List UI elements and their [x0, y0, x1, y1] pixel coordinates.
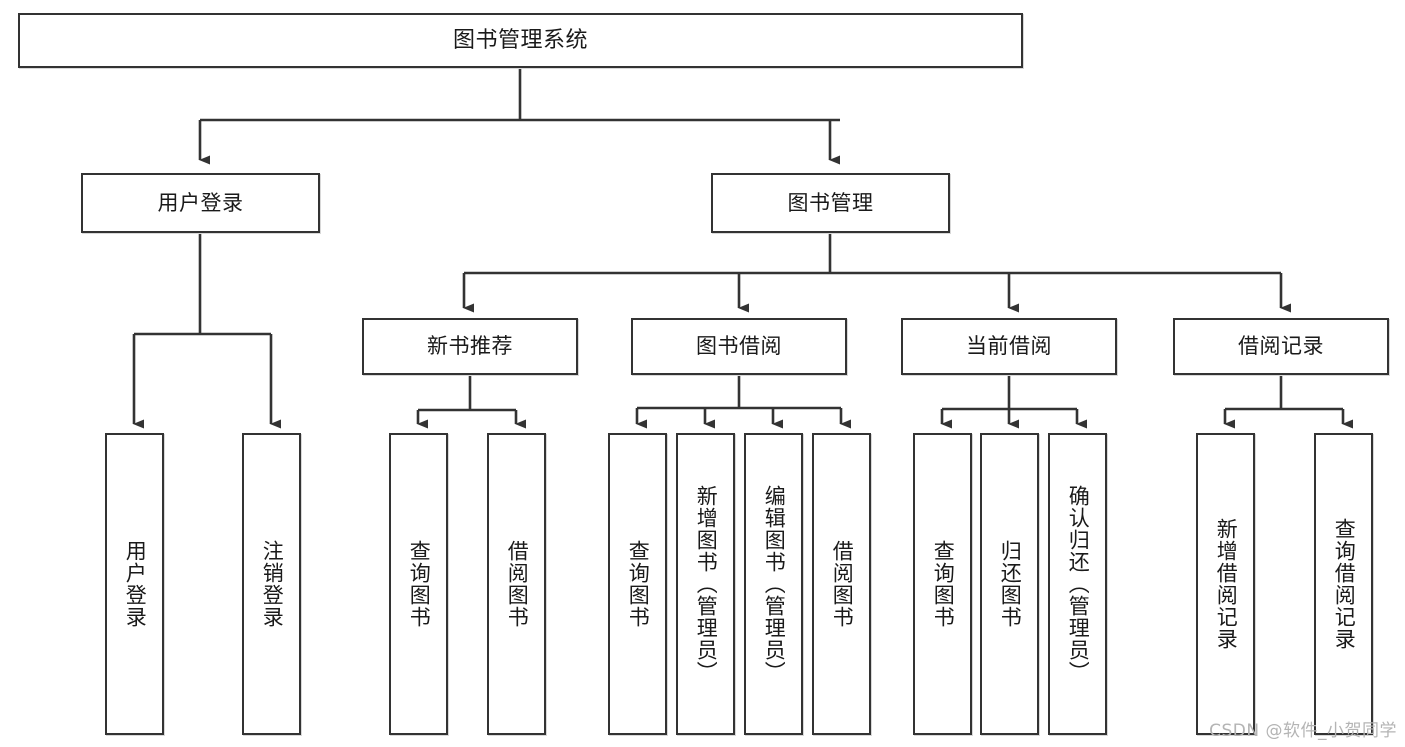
leaf-user-login[interactable]: 用户登录 — [105, 433, 164, 735]
node-label: 查询借阅记录 — [1332, 518, 1356, 650]
node-user-login[interactable]: 用户登录 — [81, 173, 320, 233]
node-new-book-rec[interactable]: 新书推荐 — [362, 318, 578, 375]
node-label: 注销登录 — [260, 540, 284, 628]
node-label: 查询图书 — [407, 540, 431, 628]
leaf-query-book-borrow[interactable]: 查询图书 — [608, 433, 667, 735]
node-label: 新增借阅记录 — [1214, 518, 1238, 650]
node-root-system[interactable]: 图书管理系统 — [18, 13, 1023, 68]
leaf-confirm-return[interactable]: 确认归还（管理员） — [1048, 433, 1107, 735]
leaf-borrow-book-rec[interactable]: 借阅图书 — [487, 433, 546, 735]
node-label: 图书管理 — [787, 190, 874, 215]
node-label: 查询图书 — [931, 540, 955, 628]
leaf-add-record[interactable]: 新增借阅记录 — [1196, 433, 1255, 735]
leaf-return-book[interactable]: 归还图书 — [980, 433, 1039, 735]
leaf-add-book[interactable]: 新增图书（管理员） — [676, 433, 735, 735]
node-label: 新书推荐 — [427, 334, 513, 359]
node-label: 编辑图书（管理员） — [762, 485, 786, 683]
leaf-query-record[interactable]: 查询借阅记录 — [1314, 433, 1373, 735]
node-borrow-record[interactable]: 借阅记录 — [1173, 318, 1389, 375]
node-label: 确认归还（管理员） — [1066, 485, 1090, 683]
node-label: 查询图书 — [626, 540, 650, 628]
node-label: 图书借阅 — [696, 334, 782, 359]
leaf-borrow-book[interactable]: 借阅图书 — [812, 433, 871, 735]
leaf-edit-book[interactable]: 编辑图书（管理员） — [744, 433, 803, 735]
node-book-borrow[interactable]: 图书借阅 — [631, 318, 847, 375]
leaf-query-book-current[interactable]: 查询图书 — [913, 433, 972, 735]
node-book-manage[interactable]: 图书管理 — [711, 173, 950, 233]
node-label: 归还图书 — [998, 540, 1022, 628]
node-label: 用户登录 — [123, 540, 147, 628]
node-label: 当前借阅 — [966, 334, 1052, 359]
node-label: 借阅记录 — [1238, 334, 1324, 359]
node-label: 新增图书（管理员） — [694, 485, 718, 683]
leaf-logout[interactable]: 注销登录 — [242, 433, 301, 735]
node-label: 图书管理系统 — [452, 27, 588, 53]
node-current-borrow[interactable]: 当前借阅 — [901, 318, 1117, 375]
leaf-query-book-rec[interactable]: 查询图书 — [389, 433, 448, 735]
node-label: 用户登录 — [157, 190, 244, 215]
node-label: 借阅图书 — [505, 540, 529, 628]
node-label: 借阅图书 — [830, 540, 854, 628]
watermark-text: CSDN @软件_小贺同学 — [1209, 721, 1397, 741]
